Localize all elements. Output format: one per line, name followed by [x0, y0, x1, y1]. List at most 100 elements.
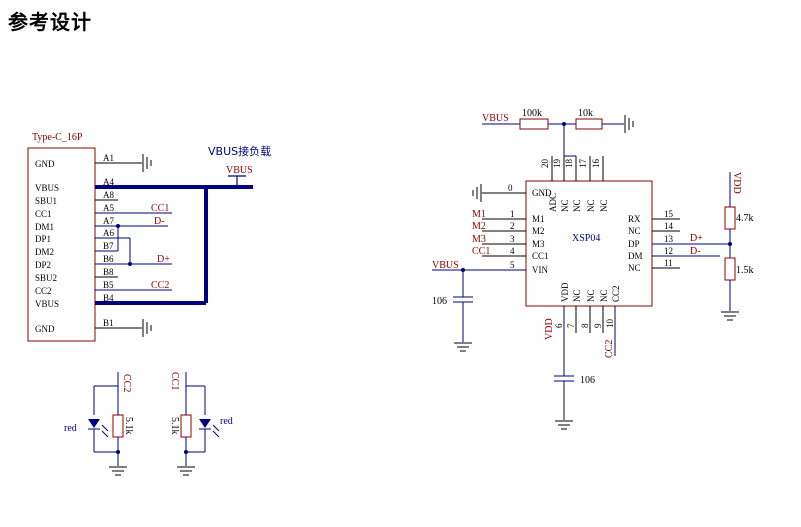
typec-pin-label: VBUS — [35, 299, 59, 309]
vbus-note: VBUS接负载 — [208, 144, 271, 158]
led1-resistor — [112, 414, 124, 438]
xsp-top-pin-label: NC — [586, 199, 596, 212]
xsp04-gnd-left — [472, 184, 526, 202]
cap-out-label: 106 — [580, 375, 595, 386]
typec-pin-label: CC1 — [35, 209, 52, 219]
typec-pin-number: B7 — [103, 241, 114, 251]
typec-pin-label: CC2 — [35, 286, 52, 296]
xsp-bottom-pin-label: NC — [572, 289, 582, 302]
xsp-top-pin-label: NC — [599, 199, 609, 212]
xsp04-top-network: VBUS 100k 10k — [482, 108, 634, 181]
xsp-top-pin-label: ADC — [548, 193, 558, 212]
led2-resistor — [180, 414, 192, 438]
net-cc2: CC2 — [151, 280, 169, 291]
typec-pin-label: DP2 — [35, 260, 51, 270]
typec-body — [27, 147, 96, 342]
xsp04-name: XSP04 — [572, 233, 600, 244]
typec-pin-label: DM1 — [35, 222, 54, 232]
net-cc1: CC1 — [151, 203, 169, 214]
xsp-right-pin-number: 15 — [664, 209, 674, 219]
xsp-vbus-in: VBUS — [432, 260, 459, 271]
xsp-right-pin-label: NC — [628, 263, 641, 273]
xsp-bottom-pin-number: 6 — [554, 323, 564, 328]
xsp-top-pin-number: 18 — [564, 159, 574, 169]
xsp-bottom-pin-number: 10 — [605, 319, 615, 329]
led1-net: CC2 — [121, 374, 132, 392]
led1-res-value: 5.1k — [123, 417, 134, 435]
typec-pin-number: A8 — [103, 190, 114, 200]
vbus-bus: VBUS VBUS接负载 — [95, 144, 271, 305]
xsp04-right-network: D+ D- VDD 4.7k 1.5k — [652, 172, 754, 321]
xsp-top-pin-label: NC — [560, 199, 570, 212]
xsp-right-pin-label: RX — [628, 214, 641, 224]
typec-pin-number: B4 — [103, 293, 114, 303]
gnd-symbol-a1 — [95, 154, 152, 172]
led2-diode — [199, 419, 211, 428]
res-100k — [519, 118, 549, 130]
xsp-left-net: M3 — [472, 234, 486, 245]
xsp-left-pin-number: 0 — [508, 183, 513, 193]
xsp-cc2-bottom: CC2 — [604, 340, 615, 358]
led2-res-value: 5.1k — [169, 417, 180, 435]
res-4k7 — [724, 206, 736, 230]
xsp-left-pin-label: GND — [532, 188, 552, 198]
xsp-bottom-pin-number: 9 — [593, 323, 603, 328]
gnd-symbol-b1 — [95, 319, 152, 337]
xsp-dp-net: D+ — [690, 233, 703, 244]
xsp-right-pin-number: 13 — [664, 234, 674, 244]
xsp-left-net: M2 — [472, 221, 486, 232]
res-1k5 — [724, 257, 736, 281]
xsp-top-pin-number: 20 — [540, 159, 550, 169]
xsp-top-pin-number: 16 — [591, 159, 601, 169]
xsp-bottom-pin-number: 7 — [566, 323, 576, 328]
typec-signal-nets: CC1 D- D+ CC2 — [95, 203, 172, 291]
typec-pin-label: DP1 — [35, 234, 51, 244]
xsp-bottom-pin-label: VDD — [560, 282, 570, 302]
typec-pin-label: GND — [35, 324, 55, 334]
led-circuit-cc2: CC2 5.1k red — [64, 372, 134, 476]
led-circuit-cc1: CC1 5.1k red — [169, 372, 233, 476]
xsp-right-pin-label: NC — [628, 226, 641, 236]
xsp-top-pin-number: 17 — [578, 159, 588, 169]
typec-pin-number: A7 — [103, 216, 114, 226]
typec-name: Type-C_16P — [32, 132, 83, 143]
xsp-left-net: M1 — [472, 209, 486, 220]
xsp-left-pin-label: M3 — [532, 239, 545, 249]
res-10k — [575, 118, 603, 130]
xsp-left-pin-label: M2 — [532, 226, 545, 236]
net-dm: D- — [154, 216, 165, 227]
typec-pin-label: GND — [35, 159, 55, 169]
xsp-left-pin-label: CC1 — [532, 251, 549, 261]
xsp-left-pin-number: 2 — [510, 221, 515, 231]
net-dp: D+ — [157, 254, 170, 265]
typec-pin-number: B6 — [103, 254, 114, 264]
xsp-top-pin-label: NC — [572, 199, 582, 212]
xsp-left-pin-label: VIN — [532, 265, 548, 275]
xsp-left-pin-number: 4 — [510, 246, 515, 256]
res-10k-label: 10k — [578, 108, 593, 119]
typec-pin-number: A5 — [103, 203, 114, 213]
xsp-right-pin-number: 14 — [664, 221, 674, 231]
typec-pin-number: B5 — [103, 280, 114, 290]
typec-pin-number: A6 — [103, 228, 114, 238]
page-title: 参考设计 — [8, 10, 92, 34]
xsp-left-pin-label: M1 — [532, 214, 545, 224]
led2-label: red — [220, 416, 233, 427]
xsp-bottom-pin-label: CC2 — [611, 285, 621, 302]
typec-pin-number: B1 — [103, 318, 114, 328]
xsp-dm-net: D- — [690, 246, 701, 257]
res-1k5-label: 1.5k — [736, 265, 754, 276]
typec-pin-label: DM2 — [35, 247, 54, 257]
xsp-left-pin-number: 5 — [510, 260, 515, 270]
xsp-right-pin-number: 11 — [664, 258, 673, 268]
res-100k-label: 100k — [522, 108, 542, 119]
typec-pin-number: A4 — [103, 177, 114, 187]
xsp-vdd-right: VDD — [731, 172, 742, 194]
typec-pin-number: A1 — [103, 153, 114, 163]
xsp-left-net: CC1 — [472, 246, 490, 257]
xsp-bottom-pin-label: NC — [586, 289, 596, 302]
led1-diode — [88, 419, 100, 428]
typec-pin-number: B8 — [103, 267, 114, 277]
